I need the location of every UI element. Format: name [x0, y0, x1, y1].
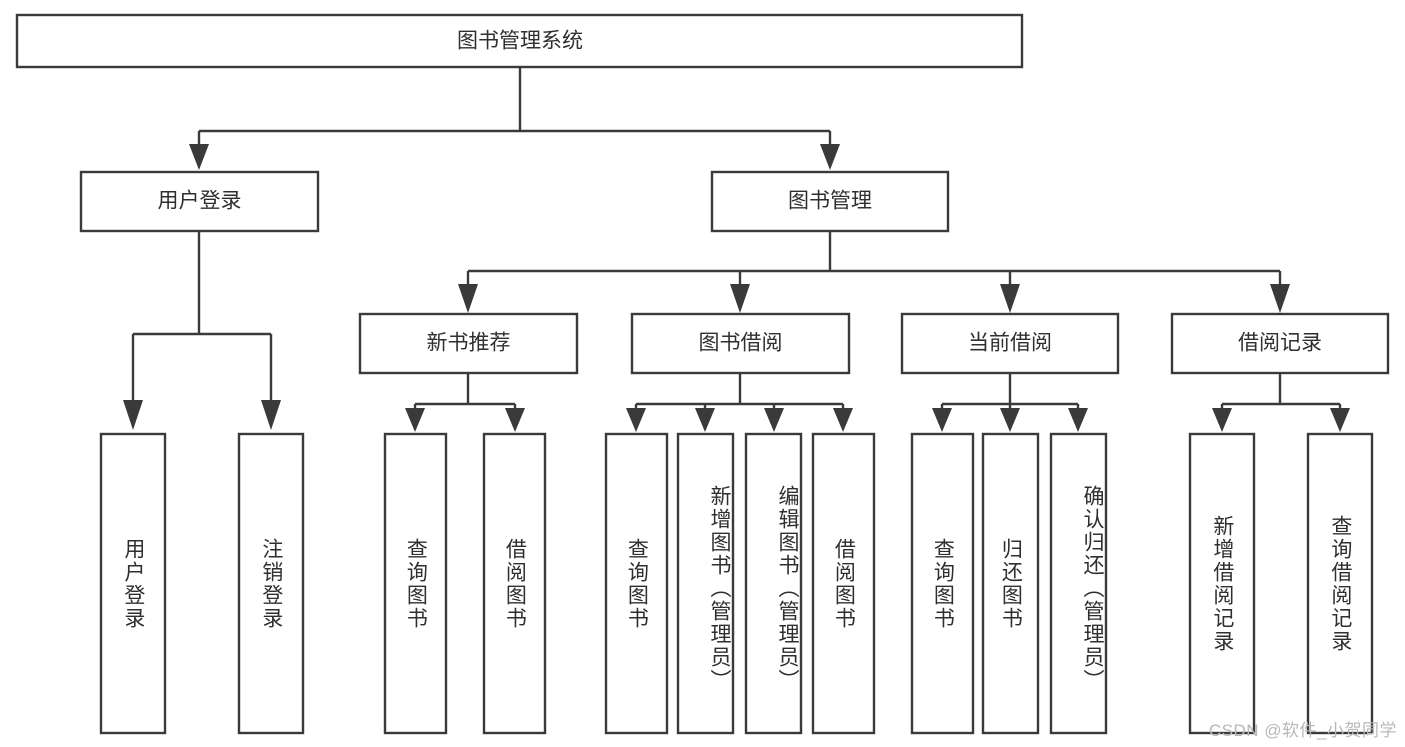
node-label-user-login: 用户登录	[158, 190, 242, 213]
node-box-book-manage[interactable]	[710, 170, 950, 233]
arrow-head-l3-1	[730, 284, 750, 313]
arrow-head-l3-3	[1270, 284, 1290, 313]
connectors-new-book-to-leaves	[405, 373, 525, 432]
connectors-book-borrow-to-leaves	[626, 373, 853, 432]
arrow-head-bb-leaf-2	[764, 408, 784, 432]
leaf-box-book-borrow-1[interactable]	[676, 432, 735, 735]
node-label-new-book-recommend: 新书推荐	[427, 332, 511, 355]
leaf-box-book-borrow-3[interactable]	[811, 432, 876, 735]
node-label-book-manage: 图书管理	[788, 190, 872, 213]
leaf-box-new-book-0[interactable]	[383, 432, 448, 735]
node-box-borrow-record[interactable]	[1170, 312, 1390, 375]
arrow-head-bb-leaf-3	[833, 408, 853, 432]
watermark-text: CSDN @软件_小贺同学	[1208, 721, 1397, 740]
node-label-book-borrow: 图书借阅	[699, 332, 783, 355]
arrow-head-cb-leaf-2	[1068, 408, 1088, 432]
arrow-head-l3-2	[1000, 284, 1020, 313]
arrow-head-nb-leaf-0	[405, 408, 425, 432]
connectors-user-login-to-leaves	[123, 231, 281, 430]
node-box-book-borrow[interactable]	[630, 312, 851, 375]
leaf-box-current-borrow-0[interactable]	[910, 432, 975, 735]
connectors-book-manage-to-level3	[458, 231, 1290, 313]
arrow-head-book-manage	[820, 144, 840, 170]
arrow-head-br-leaf-0	[1212, 408, 1232, 432]
leaf-box-user-login-1[interactable]	[237, 432, 305, 735]
leaf-box-current-borrow-1[interactable]	[981, 432, 1040, 735]
node-box-user-login[interactable]	[79, 170, 320, 233]
leaf-box-book-borrow-2[interactable]	[744, 432, 803, 735]
arrow-head-bb-leaf-0	[626, 408, 646, 432]
arrow-head-ul-leaf-0	[123, 400, 143, 430]
arrow-head-l3-0	[458, 284, 478, 313]
node-label-current-borrow: 当前借阅	[968, 332, 1052, 355]
connectors-borrow-record-to-leaves	[1212, 373, 1350, 432]
leaf-box-user-login-0[interactable]	[99, 432, 167, 735]
arrow-head-cb-leaf-1	[1000, 408, 1020, 432]
node-box-root[interactable]	[15, 13, 1024, 69]
arrow-head-user-login	[189, 144, 209, 170]
arrow-head-ul-leaf-1	[261, 400, 281, 430]
connectors-current-borrow-to-leaves	[932, 373, 1088, 432]
leaf-box-book-borrow-0[interactable]	[604, 432, 669, 735]
leaf-box-borrow-record-0[interactable]	[1188, 432, 1256, 735]
node-label-borrow-record: 借阅记录	[1238, 332, 1322, 355]
leaf-box-borrow-record-1[interactable]	[1306, 432, 1374, 735]
arrow-head-br-leaf-1	[1330, 408, 1350, 432]
connectors-root-to-level2	[189, 67, 840, 170]
arrow-head-nb-leaf-1	[505, 408, 525, 432]
leaf-box-current-borrow-2[interactable]	[1049, 432, 1108, 735]
node-box-new-book-recommend[interactable]	[358, 312, 579, 375]
node-box-current-borrow[interactable]	[900, 312, 1120, 375]
node-label-root: 图书管理系统	[457, 30, 583, 53]
leaf-box-new-book-1[interactable]	[482, 432, 547, 735]
arrow-head-bb-leaf-1	[695, 408, 715, 432]
arrow-head-cb-leaf-0	[932, 408, 952, 432]
